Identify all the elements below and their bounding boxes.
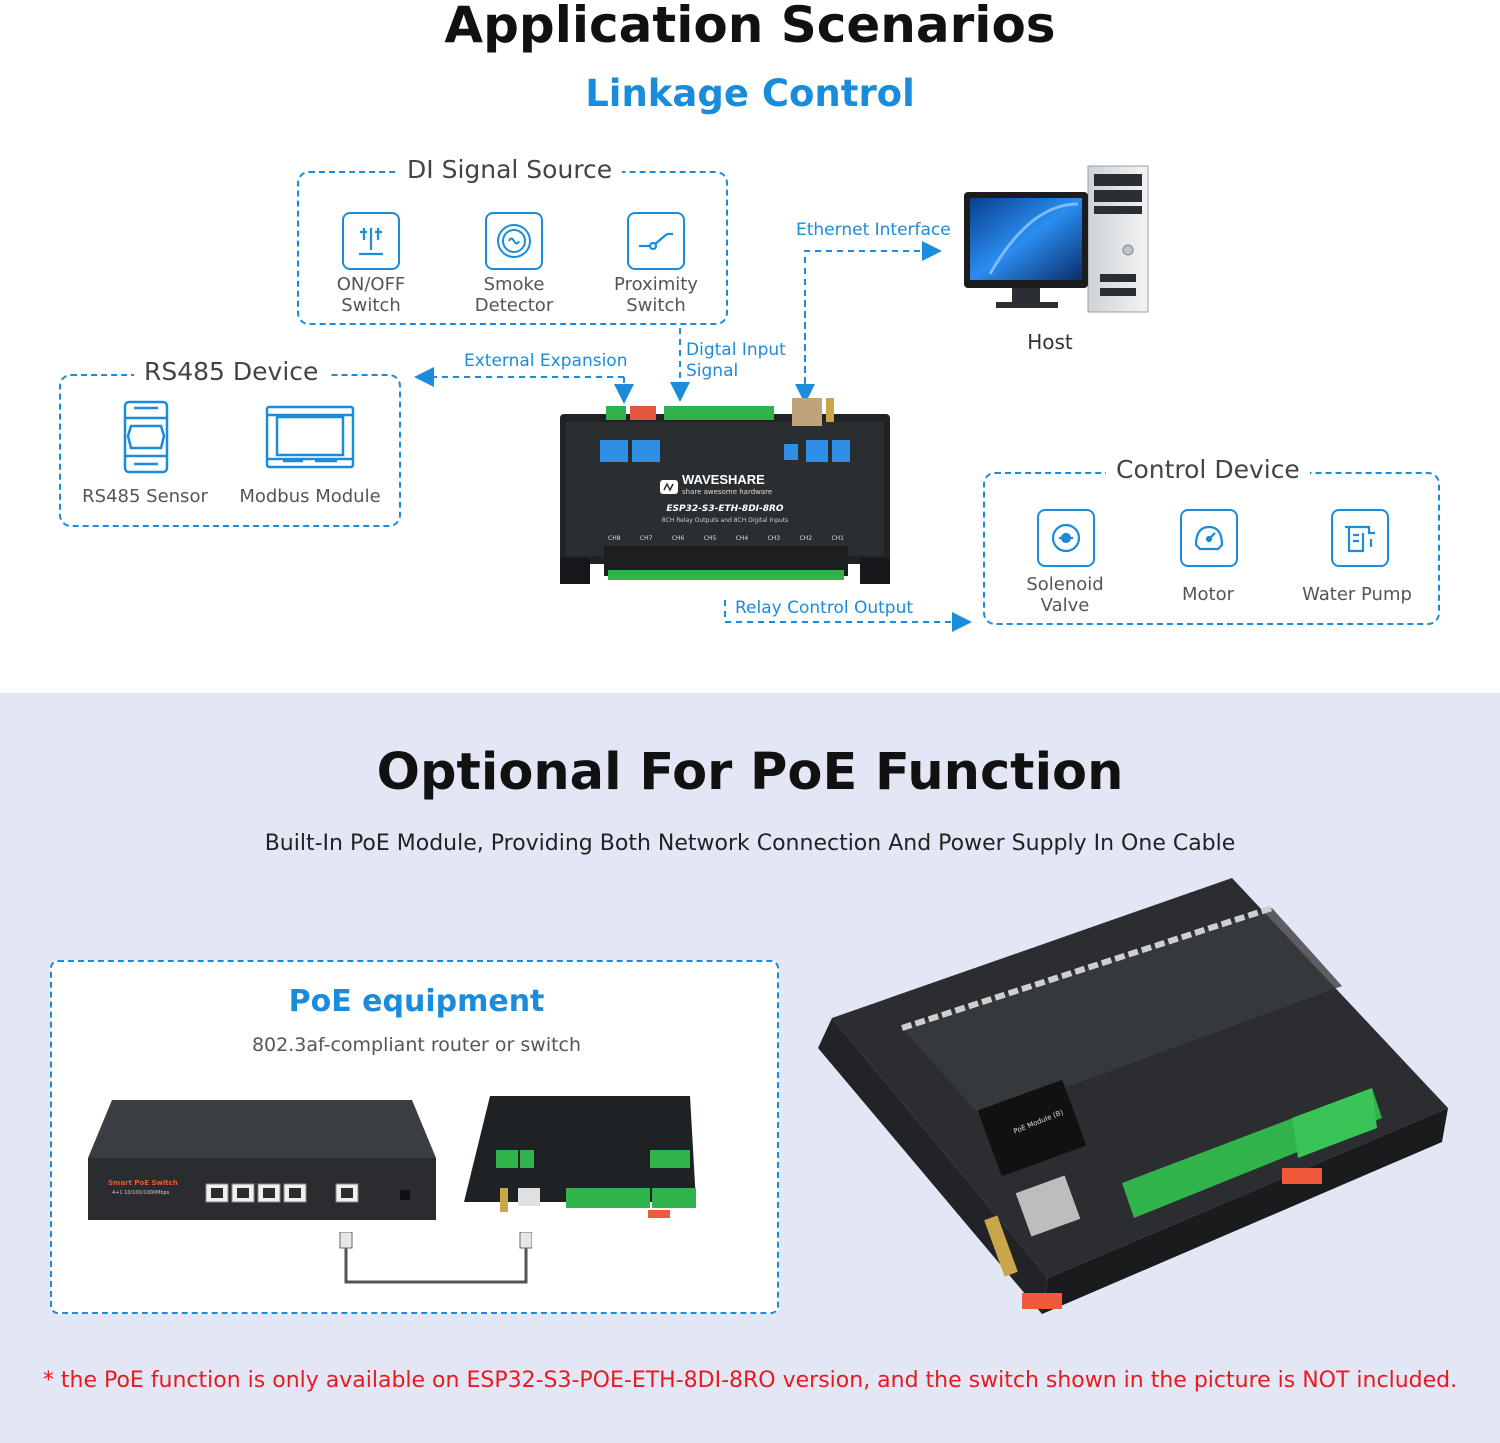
channel-label: CH5 xyxy=(703,535,717,542)
poe-section: Optional For PoE Function Built-In PoE M… xyxy=(0,693,1500,1443)
device-body xyxy=(560,398,890,584)
poe-subtitle: Built-In PoE Module, Providing Both Netw… xyxy=(264,831,1236,856)
section-subtitle: Linkage Control xyxy=(585,72,915,115)
rs485-box-title: RS485 Device xyxy=(134,357,329,386)
device-brand: WAVESHARE xyxy=(682,472,765,487)
linkage-section: Application Scenarios Linkage Control Et… xyxy=(0,0,1500,693)
control-item-label: Motor xyxy=(1181,584,1234,605)
control-item-label: Water Pump xyxy=(1302,584,1412,605)
rs485-sensor-icon xyxy=(123,400,169,474)
poe-box-title: PoE equipment xyxy=(288,984,545,1019)
poe-device-icon xyxy=(464,1096,696,1218)
channel-label: CH4 xyxy=(735,535,749,542)
poe-equipment-box: PoE equipment 802.3af-compliant router o… xyxy=(50,960,779,1314)
relay-output-arrow xyxy=(724,600,972,632)
channel-row: CH8 CH7 CH6 CH5 CH4 CH3 CH2 CH1 xyxy=(608,535,844,542)
poe-board-render xyxy=(818,878,1448,1314)
ethernet-arrow xyxy=(804,241,942,395)
di-item-label: Smoke Detector xyxy=(474,274,554,316)
device-model: ESP32-S3-ETH-8DI-8RO xyxy=(666,504,784,514)
switch-label: Smart PoE Switch xyxy=(108,1179,178,1187)
rs485-item-label: RS485 Sensor xyxy=(82,486,208,507)
control-item-label: Solenoid Valve xyxy=(1026,574,1104,616)
relay-device: WAVESHARE share awesome hardware ESP32-S… xyxy=(560,398,890,588)
di-box-title: DI Signal Source xyxy=(397,155,623,184)
modbus-module-icon xyxy=(265,405,355,469)
proximity-switch-icon xyxy=(627,212,685,270)
device-desc: 8CH Relay Outputs and 8CH Digital Inputs xyxy=(661,517,789,524)
desktop-computer-icon xyxy=(964,165,1149,313)
poe-footnote: * the PoE function is only available on … xyxy=(42,1368,1458,1393)
di-item-label: Proximity Switch xyxy=(614,274,698,316)
control-box-title: Control Device xyxy=(1106,455,1310,484)
di-item-label: ON/OFF Switch xyxy=(336,274,406,316)
ethernet-label: Ethernet Interface xyxy=(796,220,951,240)
page-title: Application Scenarios xyxy=(444,0,1056,54)
device-tagline: share awesome hardware xyxy=(682,488,773,496)
connection-arrows xyxy=(414,241,972,632)
channel-label: CH8 xyxy=(608,535,621,542)
poe-box-desc: 802.3af-compliant router or switch xyxy=(251,1034,582,1056)
switch-sub: 4+1 10/100/1000Mbps xyxy=(112,1190,170,1196)
ethernet-cable-icon xyxy=(339,1232,532,1284)
channel-label: CH6 xyxy=(671,535,685,542)
smoke-detector-icon xyxy=(485,212,543,270)
channel-label: CH7 xyxy=(639,535,653,542)
poe-title: Optional For PoE Function xyxy=(376,743,1124,802)
relay-output-label: Relay Control Output xyxy=(735,598,914,618)
channel-label: CH3 xyxy=(767,535,781,542)
motor-icon xyxy=(1180,509,1238,567)
poe-switch-icon xyxy=(88,1100,436,1220)
rs485-item-label: Modbus Module xyxy=(239,486,381,507)
channel-label: CH1 xyxy=(831,535,844,542)
digital-input-label: Digtal Input Signal xyxy=(686,340,786,381)
channel-label: CH2 xyxy=(799,535,813,542)
expansion-label: External Expansion xyxy=(464,351,628,371)
water-pump-icon xyxy=(1331,509,1389,567)
antenna-switch-icon xyxy=(342,212,400,270)
solenoid-valve-icon xyxy=(1037,509,1095,567)
host-label: Host xyxy=(1027,330,1073,354)
